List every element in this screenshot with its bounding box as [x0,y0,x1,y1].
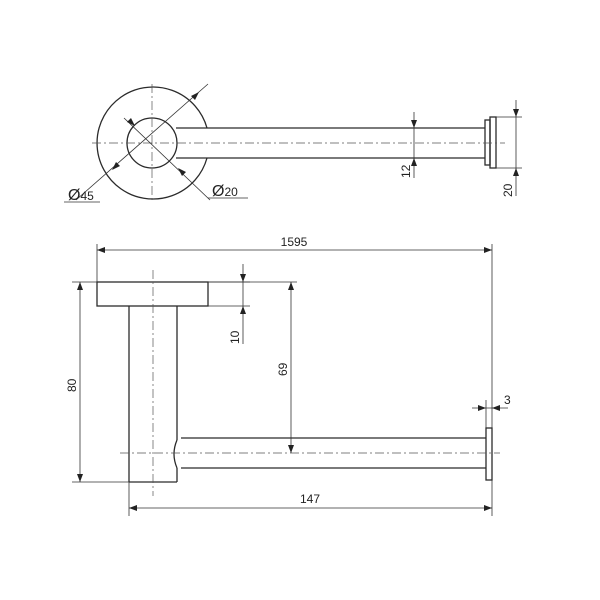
end-cap [484,119,491,166]
arrow [97,247,105,253]
post-fillet [173,439,178,469]
arrow [288,445,294,453]
diameter-label-20: Ø20 [212,183,238,200]
dim-label-80: 80 [65,378,79,392]
diameter-leader-inner [123,117,211,201]
arrow [77,282,83,290]
flange [96,281,209,307]
arrow [112,162,120,170]
arrow [513,168,519,176]
arrow [484,247,492,253]
arrow [77,474,83,482]
dim-label-12: 12 [399,164,413,178]
front-view: 1595 10 69 80 147 3 [65,235,511,516]
dim-label-20-cap: 20 [501,183,515,197]
dim-label-10: 10 [228,330,242,344]
arrow [411,158,417,166]
arrow [484,505,492,511]
diameter-label-45: Ø45 [68,187,94,204]
arrow [178,168,186,176]
end-cap-face [489,116,497,169]
arrow [288,282,294,290]
end-cap [485,427,493,481]
arrow [191,92,199,100]
dim-label-69: 69 [276,362,290,376]
arrow [513,109,519,117]
arrow [127,118,135,126]
arrow [492,405,500,411]
diameter-leader-outer [75,83,209,201]
arrow [478,405,486,411]
arrow [240,274,246,282]
dim-label-3: 3 [504,393,511,407]
dim-label-1595: 1595 [281,235,308,249]
arrow [411,120,417,128]
top-view: Ø45 Ø20 12 20 [64,83,522,204]
arrow [240,306,246,314]
arrow [129,505,137,511]
dim-label-147: 147 [300,492,320,506]
